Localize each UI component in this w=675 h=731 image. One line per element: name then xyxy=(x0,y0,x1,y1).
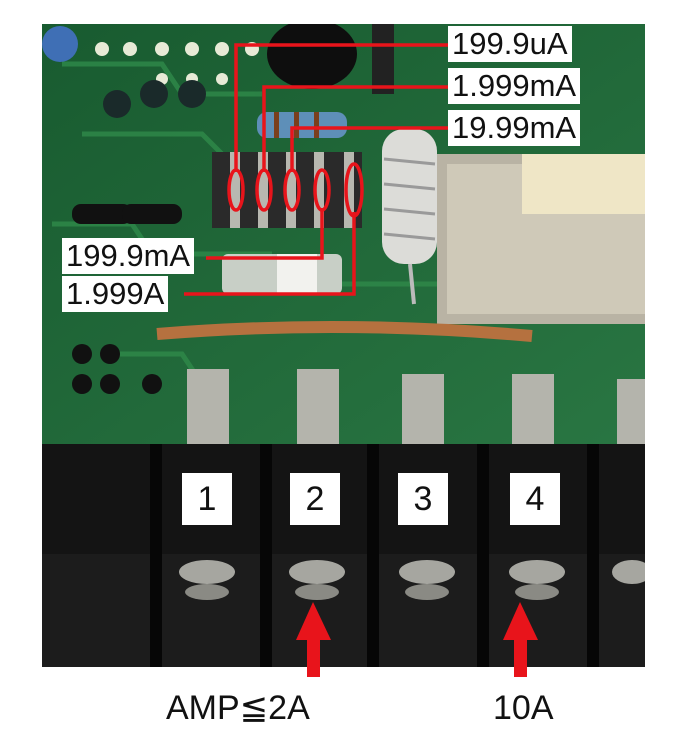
terminal-number-1: 1 xyxy=(182,473,232,525)
label-199-9ma: 199.9mA xyxy=(62,238,195,274)
label-199-9ua: 199.9uA xyxy=(448,26,572,62)
label-10a: 10A xyxy=(493,689,554,727)
label-1-999a: 1.999A xyxy=(62,276,169,312)
arrow-head-10a xyxy=(503,602,538,640)
pin-ellipse-4 xyxy=(313,168,331,212)
leader-line-1-999ma xyxy=(262,85,448,172)
pin-ellipse-1 xyxy=(227,168,245,212)
arrow-head-amp xyxy=(296,602,331,640)
leader-line-19-99ma xyxy=(290,126,448,172)
pin-ellipse-5 xyxy=(344,162,364,218)
leader-line-1-999a xyxy=(184,212,356,296)
terminal-number-3: 3 xyxy=(398,473,448,525)
arrow-shaft-amp xyxy=(307,635,320,677)
arrow-shaft-10a xyxy=(514,635,527,677)
pin-ellipse-3 xyxy=(283,168,301,212)
label-1-999ma: 1.999mA xyxy=(448,68,581,104)
terminal-number-2: 2 xyxy=(290,473,340,525)
terminal-number-4: 4 xyxy=(510,473,560,525)
leader-line-199-9ua xyxy=(234,43,448,172)
label-19-99ma: 19.99mA xyxy=(448,110,581,146)
pin-ellipse-2 xyxy=(255,168,273,212)
label-amp-2a: AMP≦2A xyxy=(166,689,310,727)
leader-line-199-9ma xyxy=(206,208,324,260)
